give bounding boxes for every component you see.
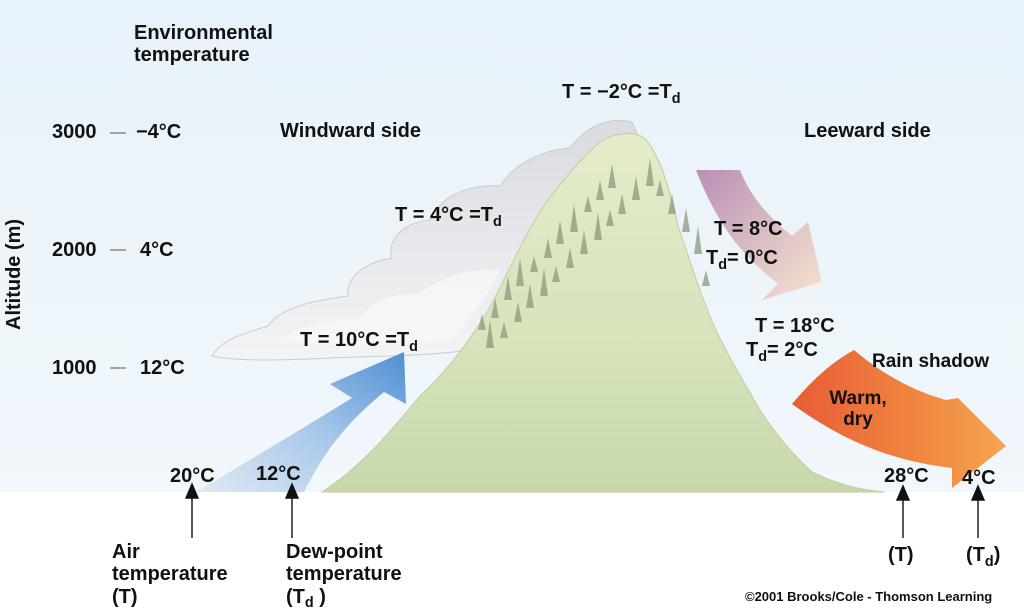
tree-icon [646,158,654,186]
lee-upper-Td-prefix: T [706,247,719,269]
tree-icon [618,194,626,214]
lee-Td-callout-close: ) [993,544,1001,566]
lee-Td-callout: (Td) [966,544,1001,569]
air-temperature-callout: Air temperature (T) [112,541,228,608]
warm-dry-label: Warm, dry [828,388,888,431]
tree-icon [530,256,538,272]
air-callout-line3: (T) [112,585,138,608]
y-axis-label: Altitude (m) [3,218,25,330]
environmental-temperature-header: Environmental temperature [134,22,273,67]
env-header-line1: Environmental [134,22,273,44]
dew-callout-line2: temperature [286,563,402,586]
cloud-highlight [280,269,500,346]
summit-T-text: T = −2°C =T [562,81,672,103]
tree-icon [596,180,604,200]
dew-callout-line3-subscript: d [304,595,314,612]
dew-point-callout: Dew-point temperature (Td ) [286,541,402,612]
lee-dew-point-value: 4°C [962,467,996,489]
tree-icon [504,276,512,300]
lee-air-temp-value: 28°C [884,465,929,487]
tree-icon [606,210,614,226]
tree-icon [491,298,499,318]
mountain [320,133,885,493]
leeward-side-label: Leeward side [804,120,931,142]
tree-icon [526,284,534,308]
tree-icon [566,248,574,268]
rain-shadow-arrow [792,350,1006,488]
tree-icon [702,270,710,286]
dew-callout-line3-close: ) [313,585,326,608]
windward-side-label: Windward side [280,120,421,142]
dew-point-value: 12°C [256,463,301,485]
tree-icon [556,220,564,244]
tree-icon [540,268,548,296]
tree-icon [656,180,664,196]
tree-icon [682,208,690,232]
windward-mid-T-text: T = 4°C =T [395,204,494,226]
tree-icon [694,226,702,254]
air-callout-line2: temperature [112,563,228,586]
air-temp-value: 20°C [170,465,215,487]
copyright-notice: ©2001 Brooks/Cole - Thomson Learning [745,589,993,604]
lee-lower-Td: Td= 2°C [746,339,818,364]
tree-icon [668,194,676,214]
tree-icon [486,320,494,348]
tree-icon [594,212,602,240]
env-temp-3000: −4°C [136,121,182,143]
dew-callout-line1: Dew-point [286,541,383,563]
lee-upper-Td-subscript: d [718,256,728,273]
tree-icon [570,204,578,232]
lee-Td-callout-open: (T [966,544,985,566]
altitude-label-3000: 3000 [52,121,97,143]
summit-temperature: T = −2°C =Td [562,81,681,106]
windward-mid-T-subscript: d [493,213,502,230]
callout-arrows [184,482,986,538]
cloud-band [211,119,641,361]
lee-T-callout: (T) [888,544,914,566]
forest [478,158,710,348]
lee-lower-T: T = 18°C [755,315,835,337]
lee-lower-Td-subscript: d [758,348,768,365]
altitude-label-1000: 1000 [52,357,97,379]
rising-air-arrow [196,352,406,492]
windward-low-T-text: T = 10°C =T [300,329,410,351]
lee-upper-Td: Td= 0°C [706,247,778,272]
warm-dry-line1: Warm, [829,388,887,409]
lee-lower-Td-prefix: T [746,339,759,361]
tree-icon [500,322,508,338]
windward-low-temperature: T = 10°C =Td [300,329,418,354]
tree-icon [544,238,552,258]
summit-T-subscript: d [671,90,681,107]
warm-dry-line2: dry [843,409,873,431]
tree-icon [552,266,560,282]
env-header-line2: temperature [134,44,250,67]
lee-lower-Td-value: = 2°C [767,339,818,361]
air-callout-line1: Air [112,541,140,563]
windward-low-T-subscript: d [409,338,418,355]
lee-upper-T: T = 8°C [714,218,783,240]
descending-air-arrow [696,170,822,300]
altitude-label-2000: 2000 [52,239,97,261]
tree-icon [584,196,592,212]
tree-icon [478,314,486,330]
tree-icon [632,176,640,200]
env-temp-2000: 4°C [140,239,174,261]
windward-mid-temperature: T = 4°C =Td [395,204,502,229]
lee-Td-callout-subscript: d [984,553,994,570]
tree-icon [580,230,588,254]
dew-callout-line3: (Td ) [286,585,402,612]
env-temp-1000: 12°C [140,357,185,379]
tree-icon [608,164,616,188]
lee-upper-Td-value: = 0°C [727,247,778,269]
tree-icon [516,258,524,286]
dew-callout-line3-open: (T [286,585,305,608]
rain-shadow-label: Rain shadow [872,351,990,372]
tree-icon [514,302,522,322]
